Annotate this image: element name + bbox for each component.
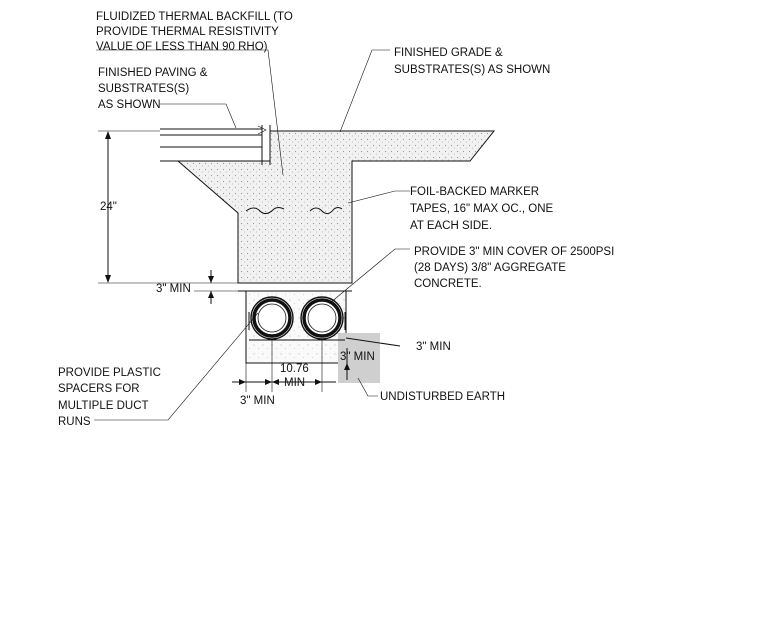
callout-finished-paving: FINISHED PAVING & SUBSTRATES(S) AS SHOWN bbox=[98, 67, 208, 111]
callout-finished-grade: FINISHED GRADE & SUBSTRATES(S) AS SHOWN bbox=[394, 47, 550, 76]
right-dimension-label-b: 3" MIN bbox=[340, 351, 375, 363]
plastic-spacer bbox=[248, 312, 346, 341]
depth-dimension bbox=[98, 130, 238, 284]
callout-undisturbed-earth: UNDISTURBED EARTH bbox=[380, 391, 505, 403]
svg-text:FOIL-BACKED MARKER: FOIL-BACKED MARKER bbox=[410, 186, 539, 198]
svg-text:RUNS: RUNS bbox=[58, 416, 91, 428]
svg-text:VALUE OF LESS THAN 90 RHO): VALUE OF LESS THAN 90 RHO) bbox=[96, 41, 268, 53]
duct-left bbox=[250, 296, 294, 340]
callout-concrete-cover: PROVIDE 3" MIN COVER OF 2500PSI (28 DAYS… bbox=[414, 246, 614, 290]
undisturbed-earth-block bbox=[338, 333, 380, 383]
leader-lines bbox=[94, 49, 410, 421]
right-dimension-label-a: 3" MIN bbox=[416, 341, 451, 353]
svg-text:(28 DAYS) 3/8" AGGREGATE: (28 DAYS) 3/8" AGGREGATE bbox=[414, 262, 566, 274]
callout-thermal-backfill: FLUIDIZED THERMAL BACKFILL (TO PROVIDE T… bbox=[96, 11, 293, 53]
finished-paving bbox=[160, 125, 271, 165]
svg-text:MULTIPLE DUCT: MULTIPLE DUCT bbox=[58, 400, 149, 412]
cover-dimension bbox=[194, 270, 246, 304]
svg-text:SUBSTRATES(S) AS SHOWN: SUBSTRATES(S) AS SHOWN bbox=[394, 64, 550, 76]
svg-text:FLUIDIZED THERMAL BACKFILL (TO: FLUIDIZED THERMAL BACKFILL (TO bbox=[96, 11, 293, 23]
svg-text:SPACERS FOR: SPACERS FOR bbox=[58, 383, 140, 395]
svg-text:AT EACH SIDE.: AT EACH SIDE. bbox=[410, 220, 492, 232]
svg-text:PROVIDE THERMAL RESISTIVITY: PROVIDE THERMAL RESISTIVITY bbox=[96, 26, 279, 38]
bottom-dimension bbox=[232, 340, 336, 392]
svg-text:FINISHED GRADE &: FINISHED GRADE & bbox=[394, 47, 503, 59]
svg-text:TAPES, 16" MAX OC., ONE: TAPES, 16" MAX OC., ONE bbox=[410, 203, 554, 215]
bottom-dimension-label: 3" MIN bbox=[240, 395, 275, 407]
svg-text:SUBSTRATES(S): SUBSTRATES(S) bbox=[98, 83, 189, 95]
spacing-dimension-label-value: 10.76 bbox=[280, 363, 309, 375]
marker-tape-right bbox=[309, 207, 343, 215]
svg-text:CONCRETE.: CONCRETE. bbox=[414, 278, 482, 290]
svg-text:PROVIDE 3" MIN COVER OF 2500PS: PROVIDE 3" MIN COVER OF 2500PSI bbox=[414, 246, 614, 258]
right-side-dimension bbox=[344, 337, 401, 380]
depth-dimension-label: 24" bbox=[100, 201, 117, 213]
marker-tape-left bbox=[245, 207, 285, 215]
svg-text:PROVIDE PLASTIC: PROVIDE PLASTIC bbox=[58, 367, 161, 379]
cover-dimension-label: 3" MIN bbox=[156, 283, 191, 295]
svg-text:AS SHOWN: AS SHOWN bbox=[98, 99, 161, 111]
spacing-dimension-label-unit: MIN bbox=[284, 377, 305, 389]
svg-text:FINISHED PAVING &: FINISHED PAVING & bbox=[98, 67, 208, 79]
callout-marker-tapes: FOIL-BACKED MARKER TAPES, 16" MAX OC., O… bbox=[410, 186, 554, 232]
callout-plastic-spacers: PROVIDE PLASTIC SPACERS FOR MULTIPLE DUC… bbox=[58, 367, 161, 428]
duct-right bbox=[300, 296, 344, 340]
